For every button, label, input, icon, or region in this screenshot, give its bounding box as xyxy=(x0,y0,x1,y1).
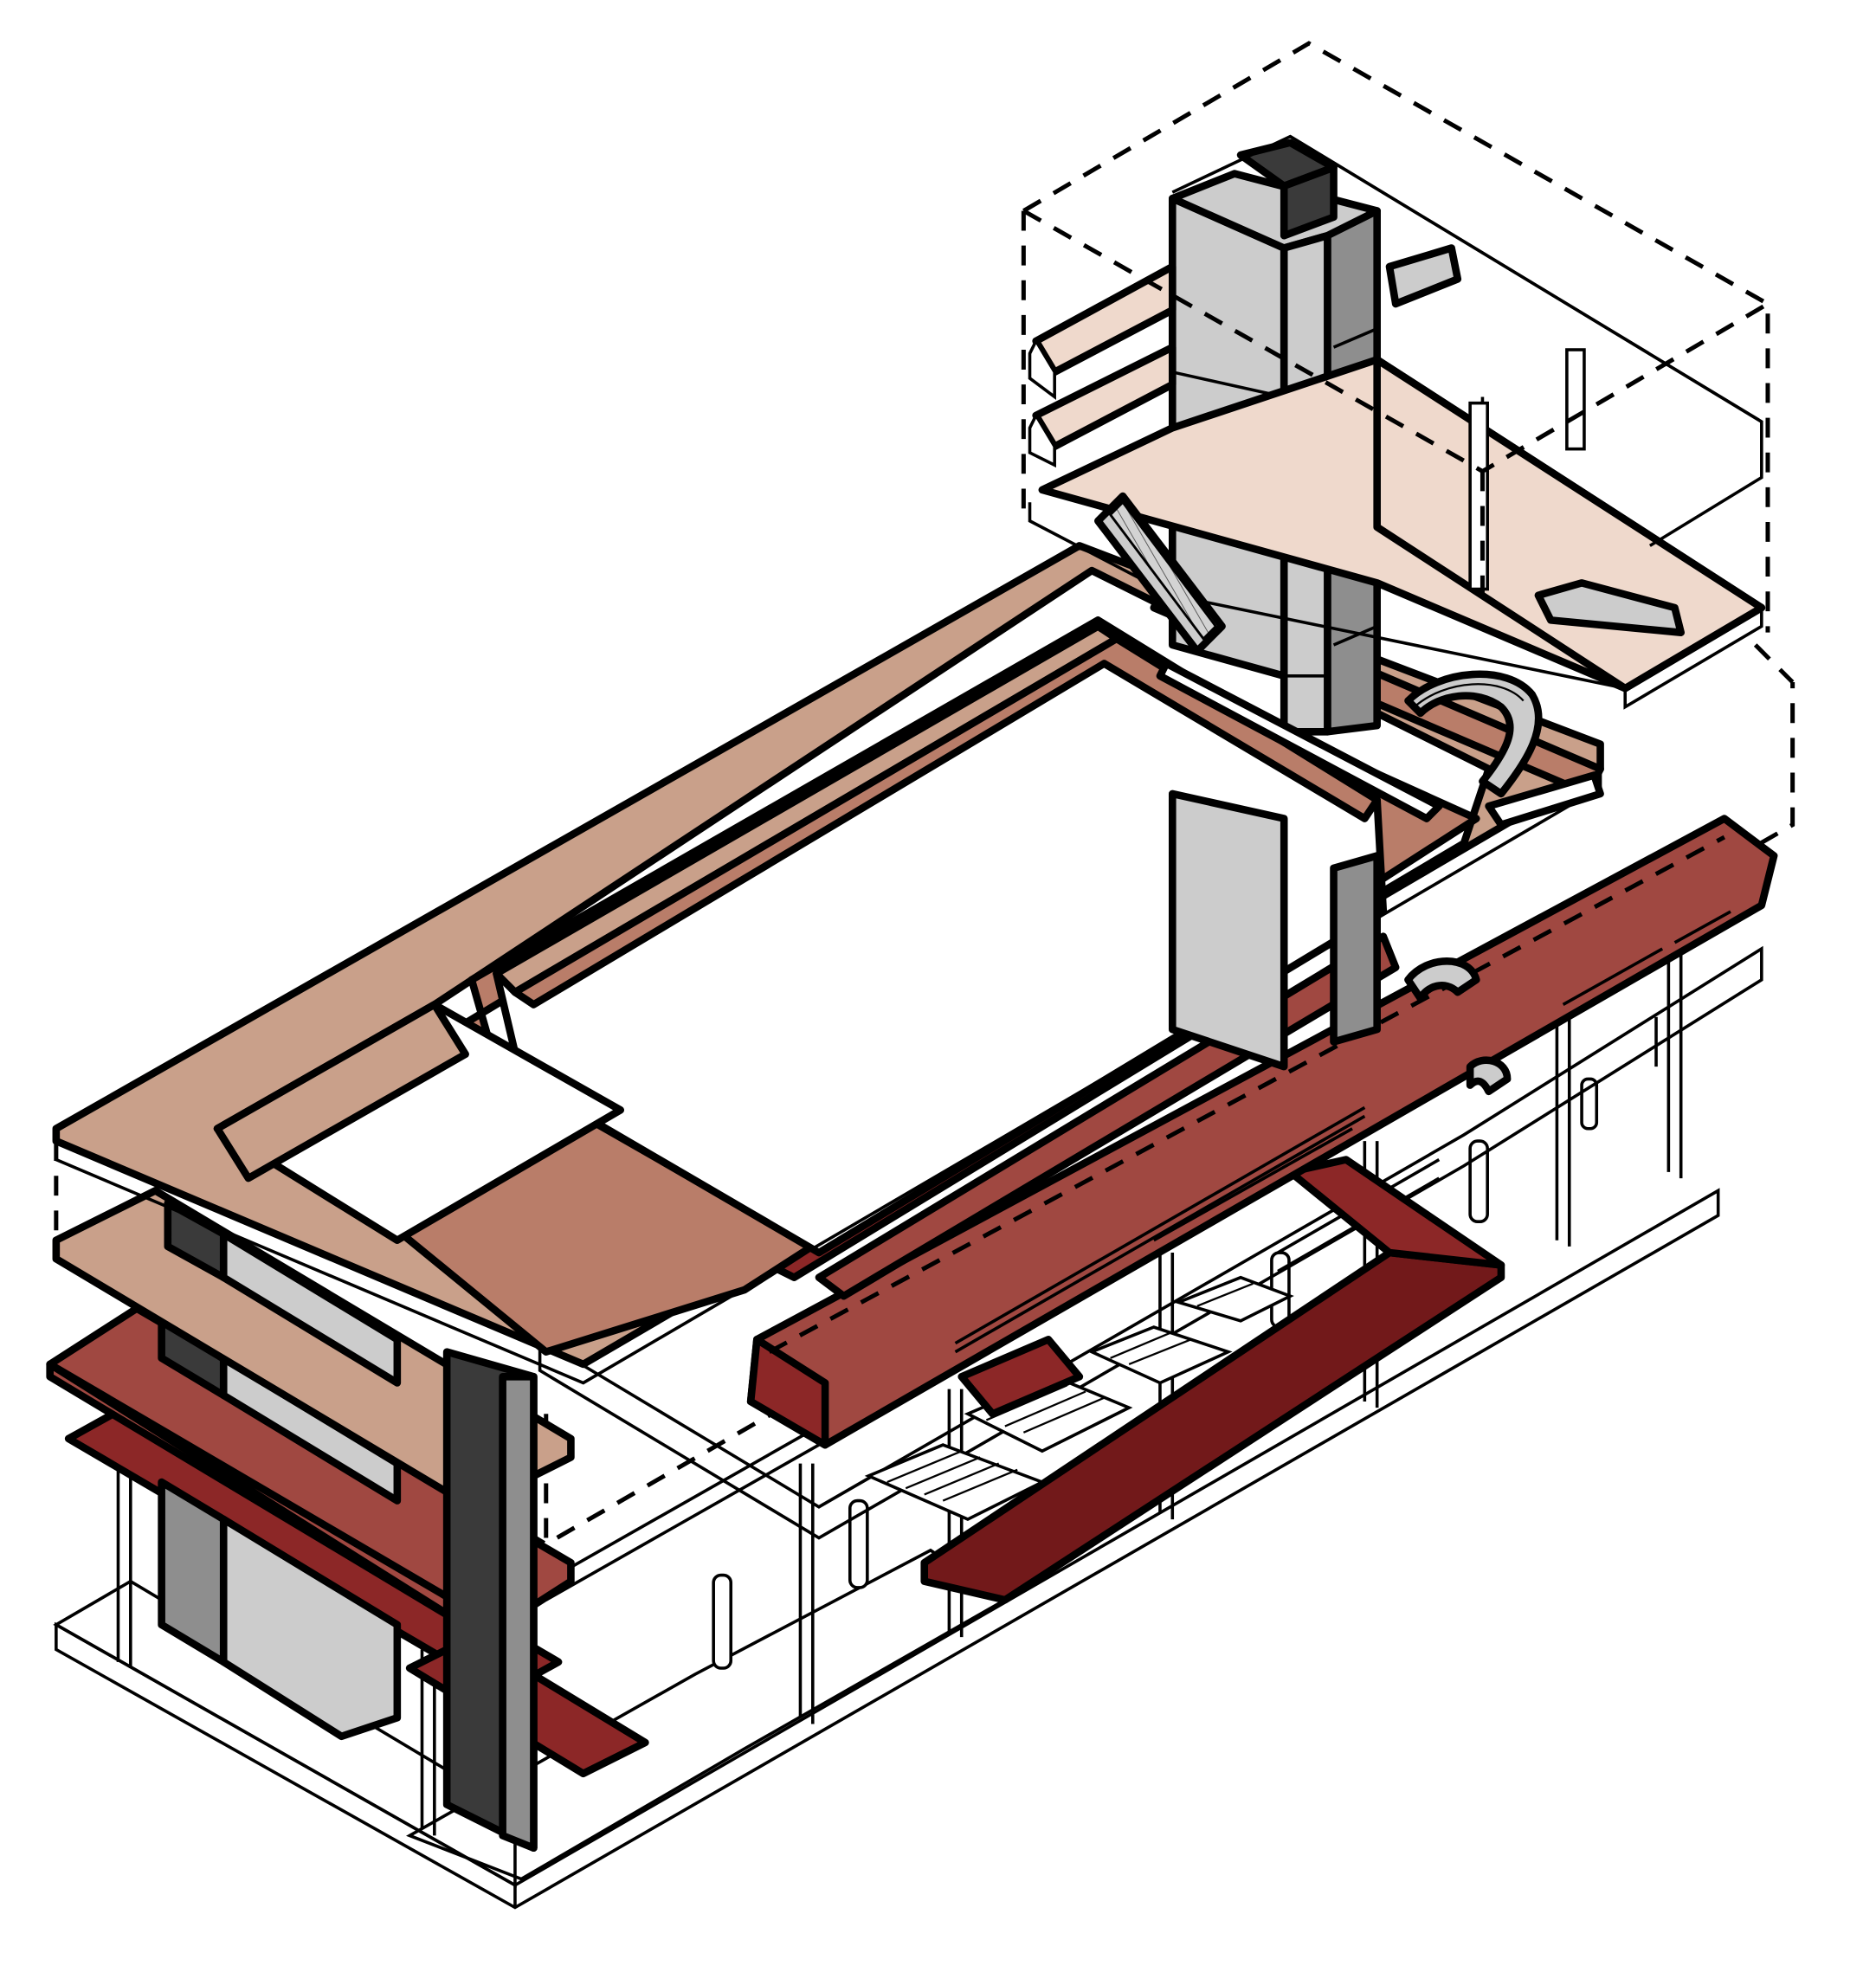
elevator-core-tower xyxy=(1168,139,1381,1071)
ground-stairs xyxy=(864,1275,1294,1522)
red-bridge-deck xyxy=(746,815,1778,1449)
tower-dashed-envelope xyxy=(1021,41,1770,633)
red-ramp-slab-right xyxy=(957,1336,1084,1418)
corner-cantilever-slabs xyxy=(46,1187,649,1853)
deep-red-canted-slab xyxy=(920,1156,1505,1604)
upper-tower-floor-slabs xyxy=(1028,134,1766,710)
dashed-volume-outlines xyxy=(54,643,1795,1547)
roof-ring-slab xyxy=(52,542,1604,1385)
spiral-stairs xyxy=(1404,670,1543,1096)
slot-details xyxy=(1156,660,1604,829)
tower-stair-flights xyxy=(1094,244,1685,655)
